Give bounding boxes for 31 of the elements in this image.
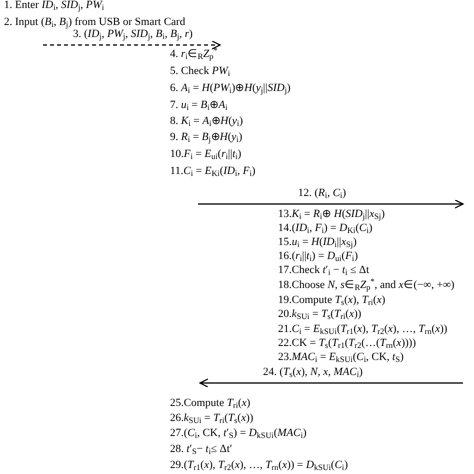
protocol-step: 5. Check PW$_{i}$ xyxy=(170,66,230,77)
protocol-step: 20.k$_{SUi}$ = T$_{s}$(T$_{ri}$(x)) xyxy=(278,309,362,320)
protocol-step: 26.k$_{SUi}$ = T$_{ri}$(T$_{s}$(x)) xyxy=(170,413,254,424)
protocol-step: 27.(C$_{i}$, CK, t′$_{S}$) = D$_{kSUi}$(MAC$_{i}$) xyxy=(170,428,307,439)
protocol-step: 14.(ID$_{i}$, F$_{i}$) = D$_{Ki}$(C$_{i}$) xyxy=(278,223,372,234)
arrow xyxy=(199,378,463,388)
protocol-step: 25.Compute T$_{ri}$(x) xyxy=(170,398,250,409)
protocol-step: 8. K$_{i}$ = A$_{i}$⊕H(y$_{i}$) xyxy=(170,116,243,127)
protocol-step: 17.Check t′$_{i}$ − t$_{i}$ ≤ Δt xyxy=(278,265,370,276)
protocol-step: 7. u$_{i}$ = B$_{i}$⊕A$_{i}$ xyxy=(170,100,228,111)
protocol-step: 9. R$_{i}$ = B$_{j}$⊕H(y$_{i}$) xyxy=(170,132,242,143)
edge-label: 24. (T$_{s}$(x), N, x, MAC$_{i}$) xyxy=(263,367,363,378)
protocol-step: 29.(T$_{r1}$(x), T$_{r2}$(x), …, T$_{rn}$(x)) = D$_{kSUi}$(C$_{i}$) xyxy=(170,460,348,471)
protocol-step: 16.(r$_{i}$||t$_{i}$) = D$_{ui}$(F$_{i}$) xyxy=(278,251,358,262)
protocol-step: 1. Enter ID$_{i}$, SID$_{j}$, PW$_{i}$ xyxy=(4,0,104,11)
protocol-step: 18.Choose N, s∈$_{R}$Z$_{p}$$^{*}$, and x∈(−∞, +∞) xyxy=(278,280,454,291)
protocol-step: 28. t′$_{S}$− t$_{i}$≤ Δt′ xyxy=(170,444,232,455)
protocol-step: 2. Input (B$_{i}$, B$_{j}$) from USB or Smart Card xyxy=(4,17,186,28)
protocol-step: 21.C$_{i}$ = E$_{kSUi}$(T$_{r1}$(x), T$_{r2}$(x), …, T$_{rn}$(x)) xyxy=(278,324,448,335)
arrow xyxy=(43,40,221,50)
protocol-step: 19.Compute T$_{s}$(x), T$_{ri}$(x) xyxy=(278,295,386,306)
edge-label: 12. (R$_{i}$, C$_{i}$) xyxy=(298,188,346,199)
protocol-step: 11.C$_{i}$ = E$_{Ki}$(ID$_{i}$, F$_{i}$) xyxy=(170,166,256,177)
protocol-step: 23.MAC$_{i}$ = E$_{kSUi}$(C$_{i}$, CK, t$_{S}$) xyxy=(278,352,404,363)
edge-label: 3. (ID$_{j}$, PW$_{j}$, SID$_{j}$, B$_{i}$, B$_{j}$, r) xyxy=(73,29,193,40)
protocol-step: 10.F$_{i}$ = E$_{ui}$(r$_{i}$||t$_{i}$) xyxy=(170,149,242,160)
protocol-step: 13.K$_{i}$ = R$_{i}$⊕ H(SID$_{j}$||x$_{Sj}$) xyxy=(278,209,385,220)
arrow xyxy=(198,199,464,209)
protocol-step: 6. A$_{i}$ = H(PW$_{i}$)⊕H(y$_{j}$||SID$_{j}$) xyxy=(170,83,291,94)
protocol-step: 15.u$_{i}$ = H(ID$_{i}$||x$_{Sj}$) xyxy=(278,237,357,248)
protocol-step: 22.CK = T$_{s}$(T$_{r1}$(T$_{r2}$(…(T$_{rn}$(x)))) xyxy=(278,338,416,349)
